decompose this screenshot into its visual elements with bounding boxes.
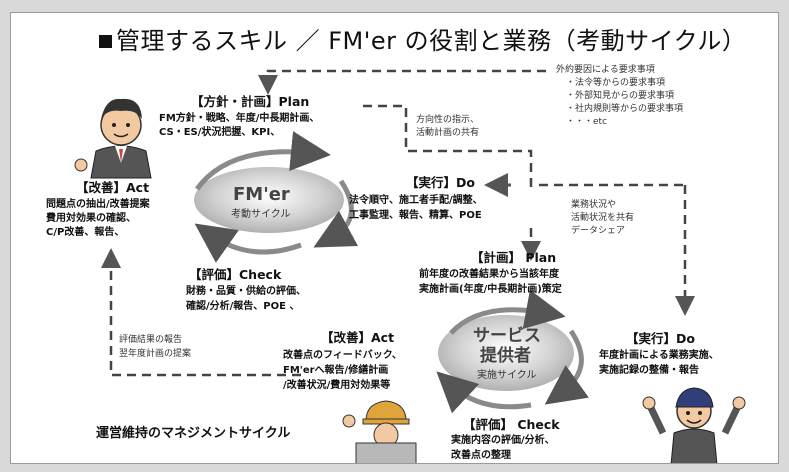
fmer-cycle-ellipse [194,167,344,233]
page-title-text: 管理するスキル ／ FM'er の役割と業務（考動サイクル） [116,27,747,55]
worker-figure-icon [342,400,417,463]
service-act-line: /改善状況/費用対効果等 [283,380,391,391]
service-act-line: FM'erへ報告/修繕計画 [283,365,389,376]
service-plan-line: 実施計画(年度/中長期計画)策定 [419,284,562,295]
fmer-center-title: FM'er [233,184,290,205]
service-plan-line: 前年度の改善結果から当該年度 [419,269,559,280]
external-item: ・社内規則等からの要求事項 [566,104,684,114]
fmer-cycle-arrow-right [313,179,359,248]
fmer-do-line: 工事監理、報告、精算、POE [349,210,482,221]
service-check-line: 改善点の整理 [451,450,511,461]
diagram-panel: 管理するスキル ／ FM'er の役割と業務（考動サイクル） 外約要因による要求… [10,12,779,464]
service-check-line: 実施内容の評価/分析、 [451,435,555,446]
fmer-do-line: 法令順守、施工者手配/調整、 [349,195,483,206]
report-dashed-line [101,248,301,377]
external-item: ・・・etc [566,117,608,127]
service-cycle-arrow-bottom [436,371,532,414]
service-act-line: 改善点のフィードバック、 [283,350,402,361]
external-header: 外約要因による要求事項 [556,65,655,75]
report-note: 評価結果の報告 [119,335,183,345]
service-do-line: 実施記録の整備・報告 [599,365,699,376]
service-plan-header: 【計画】 Plan [471,250,557,265]
external-item: ・外部知見からの要求事項 [566,91,675,101]
fmer-plan-line: CS・ES/状況把握、KPI、 [159,127,281,138]
service-act-header: 【改善】Act [321,330,395,345]
diagram-graphics [74,69,746,463]
fmer-act-line: C/P改善、報告、 [46,227,125,238]
page-title: 管理するスキル ／ FM'er の役割と業務（考動サイクル） [99,27,747,56]
external-item: ・法令等からの要求事項 [566,78,666,88]
service-do-header: 【実行】Do [626,331,695,346]
fmer-act-line: 問題点の抽出/改善提案 [46,199,150,210]
fmer-act-line: 費用対効果の確認、 [46,213,136,224]
fmer-plan-line: FM方針・戦略、年度/中長期計画、 [159,113,320,124]
footer-caption: 運営維持のマネジメントサイクル [96,426,291,441]
fmer-cycle-arrow-top [194,131,331,191]
share-note: 活動状況を共有 [571,213,635,223]
service-cycle-arrow-right [544,329,589,405]
service-center-title2: 提供者 [480,346,531,366]
fmer-check-header: 【評価】Check [189,267,282,282]
fmer-plan-header: 【方針・計画】Plan [191,94,310,109]
worker-cheering-icon [642,387,746,463]
fmer-check-line: 確認/分析/報告、POE 、 [186,301,300,312]
manager-figure-icon [74,98,152,179]
external-dashed-line [258,69,546,95]
plan-to-do-dashed-line [363,104,533,188]
fmer-check-line: 財務・品質・供給の評価、 [186,286,306,297]
fmer-cycle-arrow-bottom [194,223,302,263]
title-square-icon [99,35,112,48]
share-note: 業務状況や [571,200,617,210]
service-center-title1: サービス [473,326,541,346]
service-cycle-arrow-top [449,289,566,335]
report-note: 翌年度計画の提案 [119,349,192,359]
fmer-do-header: 【実行】Do [406,175,475,190]
direction-note: 活動計画の共有 [416,128,480,138]
service-center-sub: 実施サイクル [477,370,537,381]
share-note: データシェア [571,226,626,236]
fmer-center-sub: 考動サイクル [231,209,291,220]
service-do-line: 年度計画による業務実施、 [599,350,719,361]
direction-note: 方向性の指示、 [416,115,480,125]
service-check-header: 【評価】 Check [463,417,560,432]
fmer-act-header: 【改善】Act [76,180,150,195]
